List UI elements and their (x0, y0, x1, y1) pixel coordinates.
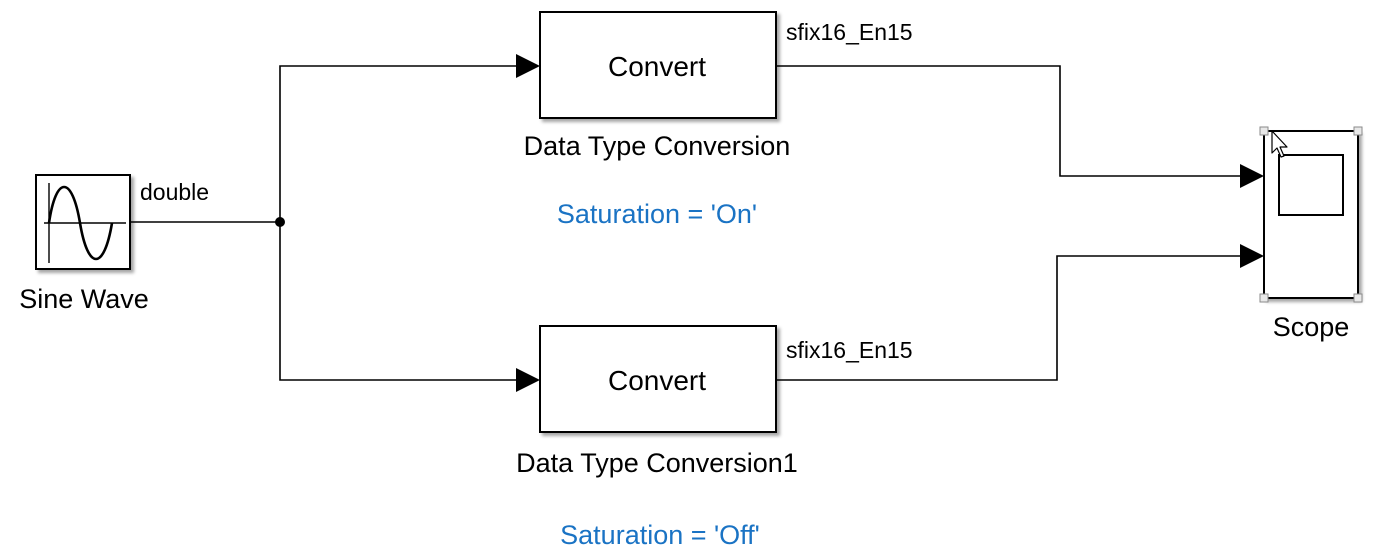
data-type-conversion-label: Data Type Conversion (524, 131, 791, 161)
resize-handle-top-right[interactable] (1353, 126, 1363, 136)
arrow-convert1-in (516, 54, 540, 78)
scope-screen-icon (1278, 154, 1344, 216)
signal-lines (130, 65, 1242, 381)
branch-point[interactable] (275, 217, 285, 227)
arrow-scope-in1 (1240, 164, 1264, 188)
sine-wave-block[interactable] (35, 174, 131, 270)
signal-line-convert1-out[interactable] (776, 65, 1242, 177)
scope-block[interactable] (1259, 126, 1363, 303)
arrowheads (516, 54, 1264, 392)
signal-line-convert2-out[interactable] (776, 255, 1242, 381)
convert-text: Convert (608, 365, 706, 396)
sine-wave-label: Sine Wave (19, 284, 149, 314)
scope-label: Scope (1273, 312, 1350, 342)
mouse-cursor-icon (1271, 130, 1288, 158)
arrow-convert2-in (516, 368, 540, 392)
resize-handle-bottom-right[interactable] (1353, 293, 1363, 303)
arrow-scope-in2 (1240, 244, 1264, 268)
data-type-conversion1-label: Data Type Conversion1 (516, 448, 798, 478)
resize-handle-bottom-left[interactable] (1259, 293, 1269, 303)
signal-label-sfix16-upper[interactable]: sfix16_En15 (786, 19, 913, 45)
data-type-conversion-block[interactable]: Convert (539, 11, 777, 119)
annotation-saturation-on[interactable]: Saturation = 'On' (557, 199, 757, 229)
signal-line-branch-lower[interactable] (279, 222, 518, 381)
signal-label-sfix16-lower[interactable]: sfix16_En15 (786, 337, 913, 363)
signal-label-double[interactable]: double (140, 179, 209, 205)
data-type-conversion1-block[interactable]: Convert (539, 325, 777, 433)
signal-line-branch-upper[interactable] (279, 65, 518, 222)
convert-text: Convert (608, 51, 706, 82)
sine-wave-icon (44, 183, 126, 263)
selection-handles[interactable] (1259, 126, 1363, 303)
annotation-saturation-off[interactable]: Saturation = 'Off' (560, 520, 760, 550)
resize-handle-top-left[interactable] (1259, 126, 1269, 136)
